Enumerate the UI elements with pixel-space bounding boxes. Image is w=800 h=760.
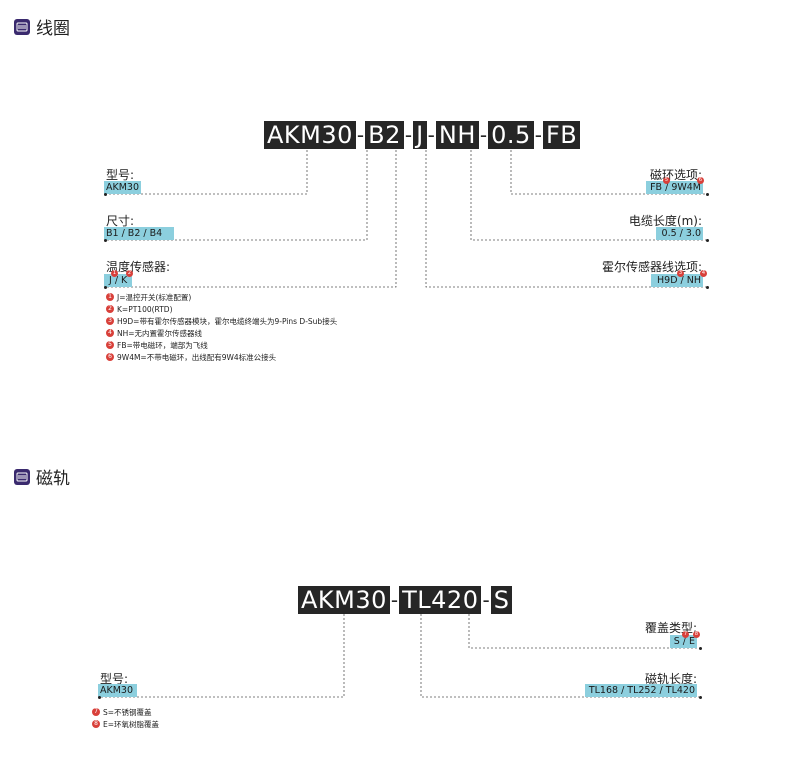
rail-part-code: AKM30 - TL420 - S [298, 586, 513, 614]
note-text: K=PT100(RTD) [117, 304, 173, 314]
note-number-badge: 7 [92, 708, 100, 716]
code-dash: - [482, 588, 490, 612]
note-number-badge: 5 [106, 341, 114, 349]
code-segment-size: B2 [365, 121, 404, 149]
code-segment-model: AKM30 [264, 121, 356, 149]
model-value: AKM30 [104, 181, 142, 194]
note-number-badge: 3 [106, 317, 114, 325]
note-number-badge: 6 [106, 353, 114, 361]
leader-dot [104, 193, 107, 196]
coil-section-header: 线圈 [14, 14, 70, 39]
ring-option-value: FB / 9W4M [646, 181, 703, 194]
code-dash: - [404, 123, 413, 147]
note-badge-1: 1 [111, 270, 118, 277]
note-badge-6: 6 [697, 177, 704, 184]
leader-dot [699, 647, 702, 650]
code-segment-temp-sensor: J [413, 121, 427, 149]
note-text: J=温控开关(标准配置) [117, 292, 192, 302]
note-badge-3: 3 [677, 270, 684, 277]
coil-section-title: 线圈 [36, 19, 70, 39]
rail-section-title: 磁轨 [36, 469, 70, 489]
hall-wire-option-label: 霍尔传感器线选项: [601, 260, 702, 274]
code-dash: - [356, 123, 365, 147]
note-number-badge: 4 [106, 329, 114, 337]
note-text: 9W4M=不带电磁环，出线配有9W4标准公接头 [117, 352, 277, 362]
code-segment-model: AKM30 [298, 586, 390, 614]
note-number-badge: 2 [106, 305, 114, 313]
model-label: 型号: [106, 168, 135, 182]
leader-dot [699, 696, 702, 699]
size-value: B1 / B2 / B4 [104, 227, 175, 240]
leader-dot [104, 239, 107, 242]
temp-sensor-label: 温度传感器: [106, 260, 171, 274]
cable-length-value: 0.5 / 3.0 [655, 227, 703, 240]
note-text: H9D=带有霍尔传感器模块，霍尔电缆终端头为9-Pins D-Sub接头 [117, 316, 338, 326]
rail-length-label: 磁轨长度: [644, 672, 697, 686]
code-segment-rail-length: TL420 [399, 586, 482, 614]
note-text: S=不锈钢覆盖 [103, 707, 152, 717]
rail-icon [14, 468, 30, 485]
code-segment-cover-type: S [490, 586, 513, 614]
note-text: E=环氧树脂覆盖 [103, 719, 160, 729]
hall-wire-option-value: H9D / NH [651, 274, 703, 287]
ring-option-label: 磁环选项: [649, 168, 702, 182]
note-number-badge: 1 [106, 293, 114, 301]
note-number-badge: 8 [92, 720, 100, 728]
leader-dot [706, 193, 709, 196]
code-dash: - [427, 123, 435, 147]
note-badge-4: 4 [700, 270, 707, 277]
leader-dot [706, 286, 709, 289]
rail-section-header: 磁轨 [14, 464, 70, 489]
code-dash: - [390, 588, 399, 612]
rail-model-label: 型号: [100, 672, 129, 686]
leader-dot [104, 286, 107, 289]
code-segment-cable-length: 0.5 [488, 121, 534, 149]
note-badge-2: 2 [126, 270, 133, 277]
temp-sensor-value: J / K [104, 274, 133, 287]
cover-type-label: 覆盖类型: [644, 621, 697, 635]
note-badge-8: 8 [693, 631, 700, 638]
code-segment-ring-option: FB [542, 121, 581, 149]
coil-part-code: AKM30 - B2 - J - NH - 0.5 - FB [264, 121, 581, 149]
note-text: FB=带电磁环，端部为飞线 [117, 340, 208, 350]
size-label: 尺寸: [106, 214, 135, 228]
cable-length-label: 电缆长度(m): [628, 214, 702, 228]
note-text: NH=无内置霍尔传感器线 [117, 328, 203, 338]
cover-type-value: S / E [669, 635, 697, 648]
leader-dot [98, 696, 101, 699]
note-badge-7: 7 [682, 631, 689, 638]
coil-icon [14, 18, 30, 35]
leader-dot [706, 239, 709, 242]
note-badge-5: 5 [663, 177, 670, 184]
code-segment-hall-option: NH [435, 121, 479, 149]
code-dash: - [479, 123, 488, 147]
rail-model-value: AKM30 [98, 684, 138, 697]
code-dash: - [534, 123, 542, 147]
rail-length-value: TL168 / TL252 / TL420 [584, 684, 697, 697]
